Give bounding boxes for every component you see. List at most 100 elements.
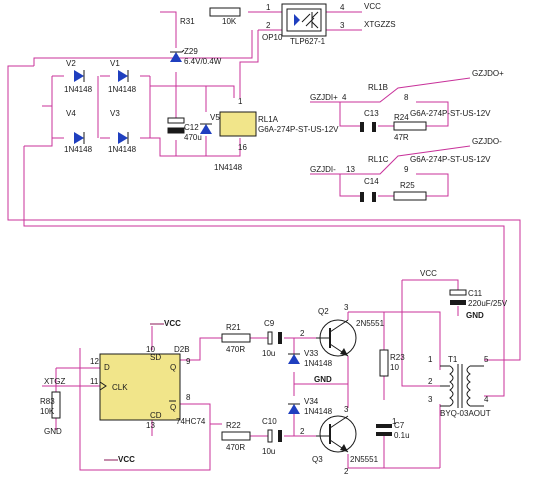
r23-body xyxy=(379,349,389,377)
wire-rl1c-rc xyxy=(378,173,449,197)
c7-ref: C7 xyxy=(394,421,405,430)
r25-ref: R25 xyxy=(400,181,415,190)
net-gzjdi-plus: GZJDI+ xyxy=(310,93,338,102)
r83-ref: R83 xyxy=(40,397,55,406)
c9-pin2: 2 xyxy=(300,329,305,338)
q2-ref: Q2 xyxy=(318,307,329,316)
wire-rl1b-rc xyxy=(378,101,449,127)
c12-plate-top xyxy=(167,117,185,124)
c11-plate-top xyxy=(449,289,467,296)
r22-ref: R22 xyxy=(226,421,241,430)
rl1a-part: G6A-274P-ST-US-12V xyxy=(258,125,339,134)
t1-secondary xyxy=(466,365,471,407)
c7: C7 0.1u xyxy=(376,421,410,440)
v2-part: 1N4148 xyxy=(64,85,93,94)
r31: R31 10K xyxy=(180,7,241,26)
wire-rl1c-in xyxy=(310,173,360,197)
c11-ref: C11 xyxy=(468,289,483,298)
q2-arrow-icon xyxy=(340,348,348,356)
diode-v3: V3 1N4148 xyxy=(108,109,137,154)
v5-ref: V5 xyxy=(210,113,220,122)
v1-diode-icon xyxy=(118,70,128,82)
ff-pin-12: 12 xyxy=(90,357,99,366)
c9-plate-b xyxy=(278,332,282,344)
rl1b-part: G6A-274P-ST-US-12V xyxy=(410,109,491,118)
z29-bar xyxy=(170,49,185,53)
opto-light-icon xyxy=(301,13,315,27)
wires xyxy=(7,11,521,471)
r24-body xyxy=(393,121,427,131)
c7-pin1: 1 xyxy=(392,417,397,426)
r21: R21 470R xyxy=(221,323,251,354)
r25-body xyxy=(393,191,427,201)
c12-value: 470u xyxy=(184,133,202,142)
r22-body xyxy=(221,431,251,441)
v34-diode-icon xyxy=(288,404,300,414)
q3-ref: Q3 xyxy=(312,455,323,464)
t1-pin5: 5 xyxy=(484,355,489,364)
wire-transistor-stack xyxy=(347,312,440,469)
r21-value: 470R xyxy=(226,345,245,354)
c11: C11 220uF/25V xyxy=(449,289,508,308)
opto-pin-4: 4 xyxy=(340,3,345,12)
wire-rail-top xyxy=(150,85,235,98)
ff-pin-13: 13 xyxy=(146,421,155,430)
r21-body xyxy=(221,333,251,343)
r24-value: 47R xyxy=(394,133,409,142)
z29-ref: Z29 xyxy=(184,47,198,56)
rl1c: RL1C 13 9 G6A-274P-ST-US-12V C14 R25 xyxy=(346,155,491,202)
q3-body xyxy=(319,415,357,453)
ff-unit: D2B xyxy=(174,345,190,354)
ff-qbar: Q xyxy=(170,403,176,412)
v3-part: 1N4148 xyxy=(108,145,137,154)
q2: Q2 2N5551 xyxy=(316,307,385,357)
t1: T1 BYQ-03AOUT 1 2 3 4 5 xyxy=(428,355,491,418)
opto-led-icon xyxy=(294,14,300,26)
r24-ref: R24 xyxy=(394,113,409,122)
opto-part: TLP627-1 xyxy=(290,37,326,46)
c12-plate-bottom xyxy=(167,127,185,134)
t1-pin4: 4 xyxy=(484,395,489,404)
t1-pin1: 1 xyxy=(428,355,433,364)
v34-ref: V34 xyxy=(304,397,319,406)
v1-ref: V1 xyxy=(110,59,120,68)
wire-loop-top xyxy=(33,30,253,66)
net-gzjdi-minus: GZJDI- xyxy=(310,165,336,174)
c13-plate-b xyxy=(372,122,376,132)
opto-inner xyxy=(286,8,322,32)
net-gnd-mid: GND xyxy=(314,375,332,384)
rl1b-pin8: 8 xyxy=(404,93,409,102)
v33-part: 1N4148 xyxy=(304,359,333,368)
v33-ref: V33 xyxy=(304,349,319,358)
wire-rl1b-contact xyxy=(340,77,471,103)
rl1c-part: G6A-274P-ST-US-12V xyxy=(410,155,491,164)
rl1c-pin13: 13 xyxy=(346,165,355,174)
q2-pin3: 3 xyxy=(344,303,349,312)
t1-pin3: 3 xyxy=(428,395,433,404)
wire-opto-pin2 xyxy=(239,29,282,98)
c10-pin2: 2 xyxy=(300,427,305,436)
t1-leads xyxy=(440,365,484,407)
opto-body xyxy=(281,3,327,37)
rl1a: 1 16 RL1A G6A-274P-ST-US-12V xyxy=(219,97,339,152)
opto-pin-1: 1 xyxy=(266,3,271,12)
c9-plate-a xyxy=(267,331,273,345)
r31-value: 10K xyxy=(222,17,237,26)
c9: C9 10u xyxy=(262,319,282,358)
ff-pin-8: 8 xyxy=(186,393,191,402)
r23-value: 10 xyxy=(390,363,399,372)
v5-diode-icon xyxy=(200,124,212,134)
ff-clk: CLK xyxy=(112,383,128,392)
opto-pin-2: 2 xyxy=(266,21,271,30)
v2-diode-icon xyxy=(74,70,84,82)
c11-plate-bottom xyxy=(450,300,466,305)
c13-plate-a xyxy=(360,122,364,132)
wire-q2-top xyxy=(348,311,441,370)
net-gzjdo-plus: GZJDO+ xyxy=(472,69,504,78)
wire-c11 xyxy=(402,279,459,316)
v34-part: 1N4148 xyxy=(304,407,333,416)
r22: R22 470R xyxy=(221,421,251,452)
c7-plate-b xyxy=(376,432,392,436)
